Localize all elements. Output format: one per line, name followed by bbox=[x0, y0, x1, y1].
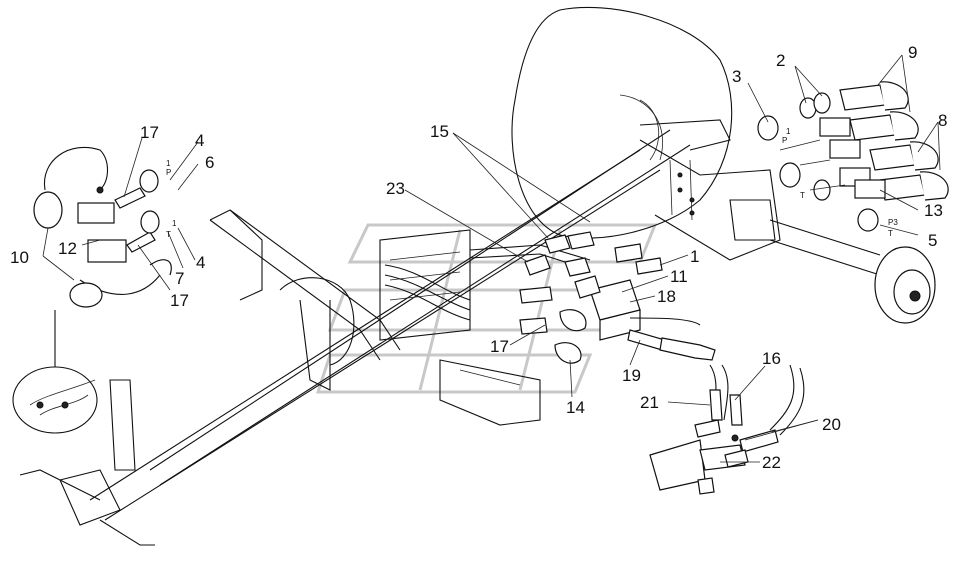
port-mark-right-lower-t: T bbox=[888, 229, 893, 238]
axle-hub bbox=[769, 219, 936, 324]
port-mark-right-upper-1: 1 bbox=[786, 127, 791, 136]
callout-5: 5 bbox=[928, 231, 937, 250]
valve-block bbox=[384, 231, 716, 364]
callouts: 17 4 6 12 10 7 4 17 15 23 1 11 18 17 19 … bbox=[10, 43, 947, 472]
callout-14: 14 bbox=[566, 398, 585, 417]
callout-15: 15 bbox=[430, 122, 449, 141]
callout-4-bottom: 4 bbox=[196, 253, 205, 272]
port-mark-right-lower-p3: P3 bbox=[888, 218, 898, 227]
callout-13: 13 bbox=[924, 201, 943, 220]
callout-18: 18 bbox=[657, 287, 676, 306]
callout-19: 19 bbox=[622, 366, 641, 385]
callout-20: 20 bbox=[822, 415, 841, 434]
port-mark-right-upper-p: P bbox=[782, 136, 787, 145]
callout-16: 16 bbox=[762, 349, 781, 368]
callout-9: 9 bbox=[908, 43, 917, 62]
wheel bbox=[511, 6, 733, 239]
callout-17-center: 17 bbox=[490, 337, 509, 356]
callout-21: 21 bbox=[640, 393, 659, 412]
left-coupler-group bbox=[33, 146, 172, 308]
port-marks: 1 P 1 T 1 P T P3 T bbox=[166, 127, 898, 239]
callout-2: 2 bbox=[776, 51, 785, 70]
callout-22: 22 bbox=[762, 453, 781, 472]
port-mark-left-upper-1: 1 bbox=[166, 159, 171, 168]
callout-4-top: 4 bbox=[195, 131, 204, 150]
callout-3: 3 bbox=[732, 67, 741, 86]
callout-10: 10 bbox=[10, 248, 29, 267]
lower-manifold bbox=[649, 364, 805, 495]
callout-7: 7 bbox=[175, 269, 184, 288]
callout-8: 8 bbox=[938, 111, 947, 130]
callout-23: 23 bbox=[386, 179, 405, 198]
callout-17-bottom-left: 17 bbox=[170, 291, 189, 310]
leader-lines bbox=[42, 54, 941, 463]
callout-12: 12 bbox=[58, 239, 77, 258]
port-mark-left-lower-t: T bbox=[166, 230, 171, 239]
callout-17-top: 17 bbox=[140, 123, 159, 142]
port-mark-left-lower-1: 1 bbox=[172, 219, 177, 228]
chassis-frame bbox=[19, 119, 781, 546]
port-mark-right-mid-t: T bbox=[800, 191, 805, 200]
callout-6: 6 bbox=[205, 153, 214, 172]
callout-11: 11 bbox=[670, 267, 688, 286]
callout-1: 1 bbox=[690, 247, 699, 266]
inset-detail bbox=[12, 310, 98, 434]
port-mark-left-upper-p: P bbox=[166, 168, 171, 177]
right-coupler-group bbox=[757, 81, 949, 232]
